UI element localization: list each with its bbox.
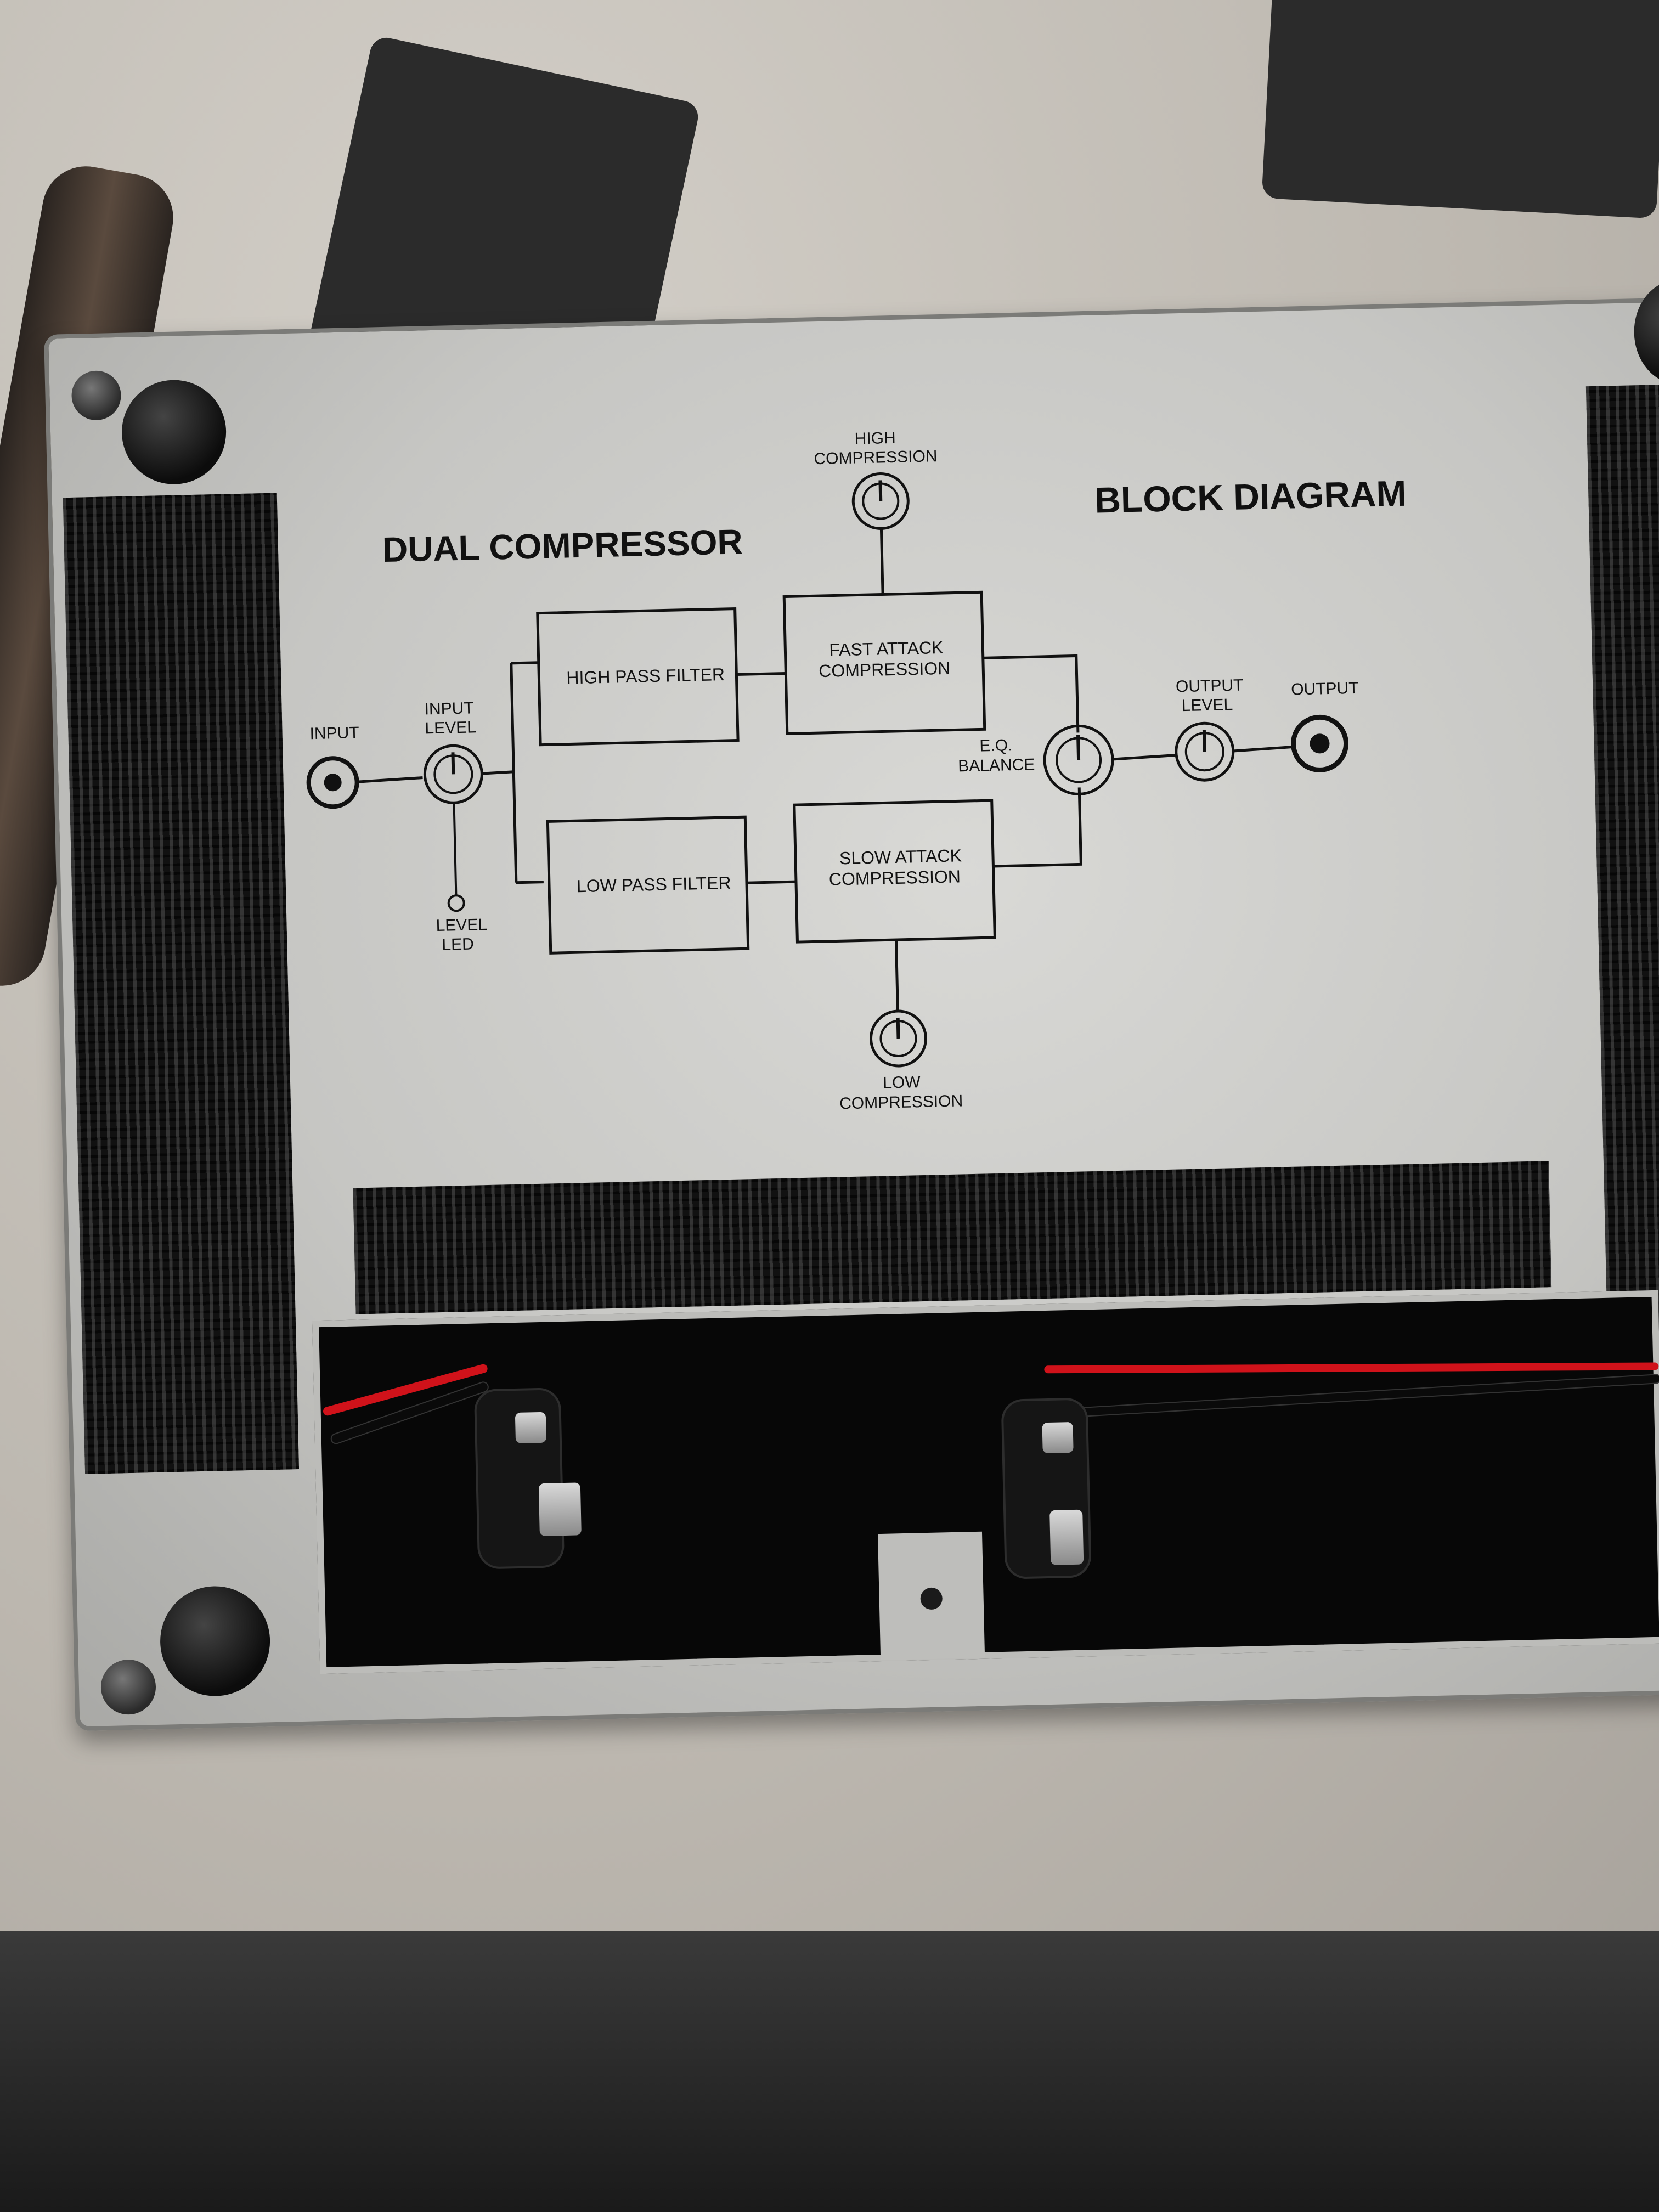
input-level-label-line2: LEVEL (425, 718, 476, 737)
fast-attack-label-line1: FAST ATTACK (829, 637, 944, 660)
input-jack-icon (306, 756, 359, 809)
high-compression-label-line2: COMPRESSION (814, 447, 938, 468)
slow-attack-label-line2: COMPRESSION (828, 866, 961, 889)
output-level-label-line2: LEVEL (1182, 696, 1233, 715)
high-compression-knob-icon (851, 472, 910, 530)
low-pass-filter-label: LOW PASS FILTER (577, 873, 731, 896)
wire-red-right (1044, 1362, 1659, 1374)
terminal (1042, 1421, 1074, 1454)
battery-compartment (312, 1290, 1659, 1674)
eq-balance-knob-icon (1043, 724, 1114, 795)
foam-block-right (1261, 0, 1659, 219)
eq-balance-label-line1: E.Q. (979, 736, 1013, 755)
input-level-knob-icon (423, 744, 483, 804)
output-label: OUTPUT (1291, 679, 1359, 699)
output-level-knob-icon (1175, 721, 1235, 782)
screw-hole (920, 1587, 943, 1610)
high-pass-filter-label: HIGH PASS FILTER (566, 664, 725, 688)
terminal (538, 1482, 582, 1537)
output-jack-icon (1291, 714, 1349, 772)
level-led-label-line1: LEVEL (436, 916, 487, 935)
terminal (1049, 1509, 1084, 1565)
block-diagram: DUAL COMPRESSOR BLOCK DIAGRAM INPUT INPU… (306, 429, 1407, 1113)
velcro-strip-left (63, 493, 300, 1474)
velcro-strip-bottom (353, 1161, 1552, 1314)
battery-snap-left (473, 1387, 582, 1570)
rubber-foot-bottom-left (159, 1585, 272, 1697)
pedal-bottom-plate: DUAL COMPRESSOR BLOCK DIAGRAM INPUT INPU… (44, 279, 1659, 1731)
fast-attack-label-line2: COMPRESSION (819, 658, 951, 681)
block-diagram-heading: BLOCK DIAGRAM (1094, 473, 1407, 521)
eq-balance-label-line2: BALANCE (958, 755, 1035, 775)
low-compression-label-line1: LOW (883, 1073, 921, 1092)
input-label: INPUT (309, 724, 359, 743)
screw-bottom-left (100, 1659, 157, 1716)
wire-black-right (1045, 1374, 1659, 1419)
terminal (515, 1412, 547, 1444)
dual-compressor-title: DUAL COMPRESSOR (382, 522, 743, 569)
mounting-tab (877, 1531, 985, 1661)
output-level-label-line1: OUTPUT (1176, 676, 1244, 696)
low-compression-knob-icon (870, 1009, 928, 1068)
high-compression-label-line1: HIGH (854, 429, 896, 448)
dark-floor (0, 1931, 1659, 2212)
slow-attack-label-line1: SLOW ATTACK (839, 845, 962, 868)
low-compression-label-line2: COMPRESSION (839, 1092, 963, 1113)
level-led-icon (447, 894, 465, 912)
level-led-label-line2: LED (442, 935, 474, 954)
battery-snap-right (1001, 1397, 1092, 1579)
input-level-label-line1: INPUT (424, 699, 474, 718)
fast-attack-compression-block (782, 590, 986, 736)
